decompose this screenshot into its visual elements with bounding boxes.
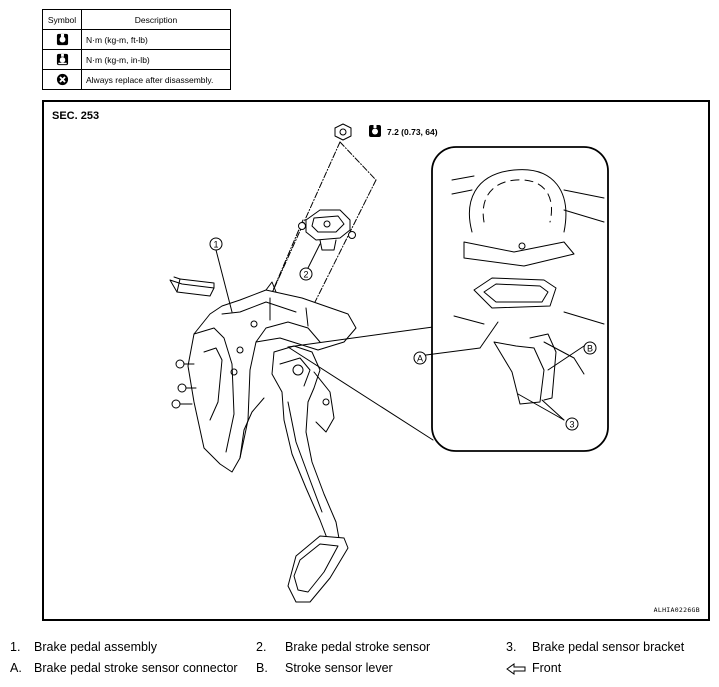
torque-inlb-icon — [56, 53, 68, 66]
part-item: A. Brake pedal stroke sensor connector — [10, 661, 238, 675]
legend-header-symbol: Symbol — [42, 9, 82, 30]
callout-3-label: 3 — [569, 420, 574, 430]
part-number: B. — [256, 661, 268, 675]
legend-header-description: Description — [81, 9, 231, 30]
legend-description: N·m (kg-m, ft-lb) — [81, 29, 231, 50]
part-label: Brake pedal stroke sensor connector — [34, 661, 238, 675]
legend-header-row: Symbol Description — [42, 9, 231, 30]
figure-code: ALHIA0226GB — [653, 606, 700, 614]
part-item: 2. Brake pedal stroke sensor — [256, 640, 430, 654]
callout-A: A — [413, 347, 481, 365]
legend-row: N·m (kg-m, ft-lb) — [42, 29, 231, 50]
callout-1: 1 — [209, 237, 233, 313]
part-label: Brake pedal sensor bracket — [532, 640, 685, 654]
callout-A-label: A — [417, 354, 423, 364]
stroke-sensor — [298, 209, 356, 251]
callout-3: 3 — [565, 417, 579, 431]
part-label: Front — [532, 661, 562, 675]
diagram-frame: 1 2 A B 3 SEC. 253 7.2 (0.73, 64) ALHIA0… — [42, 100, 710, 621]
part-label: Stroke sensor lever — [285, 661, 393, 675]
torque-ftlb-icon — [56, 33, 68, 46]
section-label: SEC. 253 — [52, 110, 100, 122]
brake-pedal-lever — [271, 345, 349, 603]
callout-1-label: 1 — [213, 240, 218, 250]
part-number: 1. — [10, 640, 21, 654]
part-number: 2. — [256, 640, 267, 654]
legend-description: N·m (kg-m, in-lb) — [81, 49, 231, 70]
part-number: A. — [10, 661, 22, 675]
callout-2-label: 2 — [303, 270, 308, 280]
part-item: 1. Brake pedal assembly — [10, 640, 157, 654]
detail-view — [431, 146, 609, 452]
torque-inlb-icon — [369, 125, 381, 137]
part-label: Brake pedal stroke sensor — [285, 640, 431, 654]
brake-pedal-illustration: 1 2 A B 3 — [169, 123, 609, 603]
callout-2: 2 — [299, 243, 321, 281]
nut-icon — [334, 123, 352, 141]
symbol-legend-table: Symbol Description N·m (kg-m, ft-lb) N·m… — [42, 9, 231, 90]
part-item: B. Stroke sensor lever — [256, 661, 393, 675]
legend-row: N·m (kg-m, in-lb) — [42, 49, 231, 70]
legend-row: Always replace after disassembly. — [42, 69, 231, 90]
front-arrow-icon — [506, 662, 526, 675]
callout-B: B — [583, 341, 597, 355]
part-item: 3. Brake pedal sensor bracket — [506, 640, 684, 654]
part-label: Brake pedal assembly — [34, 640, 157, 654]
torque-value: 7.2 (0.73, 64) — [387, 127, 438, 137]
assembly-guide-lines — [267, 141, 377, 321]
front-arrow-icon — [169, 276, 215, 297]
always-replace-icon — [56, 73, 68, 86]
part-number: 3. — [506, 640, 517, 654]
pedal-bracket — [171, 281, 357, 473]
legend-description: Always replace after disassembly. — [81, 69, 231, 90]
callout-B-label: B — [587, 344, 593, 354]
part-item: Front — [506, 661, 561, 675]
